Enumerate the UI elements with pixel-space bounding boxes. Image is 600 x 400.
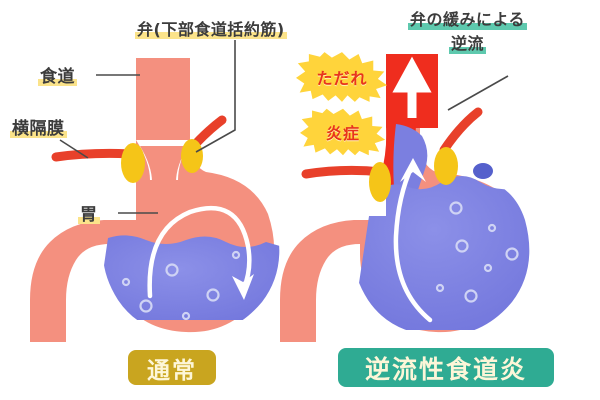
label-esophagus: 食道	[38, 62, 77, 88]
badge-gerd-text: 逆流性食道炎	[364, 354, 527, 384]
reflux-arrow-white	[392, 56, 432, 118]
sphincter-pad-left-normal	[121, 143, 145, 183]
label-diaphragm-text: 横隔膜	[10, 114, 67, 140]
flow-arrow-normal	[147, 205, 252, 299]
gastric-bubbles-reflux	[435, 201, 519, 303]
sphincter-pad-left-reflux	[369, 162, 391, 202]
badge-normal-text: 通常	[147, 357, 197, 384]
leader-reflux	[447, 75, 509, 111]
mucosal-spot-reflux	[473, 163, 493, 179]
reflux-stomach-figure	[280, 54, 530, 342]
label-diaphragm: 横隔膜	[10, 114, 67, 140]
gastric-bubbles-normal	[121, 250, 241, 321]
callout-inflammation-text: 炎症	[325, 124, 360, 143]
leader-valve	[195, 40, 236, 153]
label-reflux-line1: 弁の緩みによる	[408, 8, 528, 33]
sphincter-pad-right-reflux	[434, 147, 458, 185]
sphincter-pad-right-normal	[181, 139, 203, 173]
starburst-shape-erosion	[296, 52, 388, 102]
label-reflux-title: 弁の緩みによる 逆流	[408, 8, 528, 57]
callout-erosion-text: ただれ	[316, 69, 368, 88]
label-valve-lower-esophageal-sphincter: 弁(下部食道括約筋)	[135, 16, 287, 41]
diaphragm-band-normal	[51, 148, 137, 162]
label-stomach: 胃	[78, 200, 100, 226]
diaphragm-band-right-reflux	[439, 107, 483, 155]
starburst-shape-inflammation	[300, 108, 386, 156]
label-stomach-text: 胃	[78, 200, 100, 226]
label-reflux-line2: 逆流	[449, 32, 487, 57]
badge-reflux-esophagitis: 逆流性食道炎	[338, 348, 554, 387]
leader-diaphragm	[59, 139, 89, 159]
reflux-arrow-red-channel	[392, 56, 432, 118]
flow-arrowhead-reflux	[400, 158, 426, 182]
callout-inflammation: 炎症	[300, 108, 386, 156]
callout-erosion: ただれ	[296, 52, 388, 102]
badge-normal: 通常	[128, 350, 216, 385]
label-esophagus-text: 食道	[38, 62, 77, 88]
flow-arrow-reflux	[393, 163, 433, 323]
leader-lines	[59, 40, 509, 214]
esophagus-lumen-normal	[140, 146, 188, 182]
normal-stomach-figure	[30, 58, 280, 342]
flow-arrowhead-normal	[232, 274, 254, 300]
label-valve-text: 弁(下部食道括約筋)	[135, 16, 287, 41]
